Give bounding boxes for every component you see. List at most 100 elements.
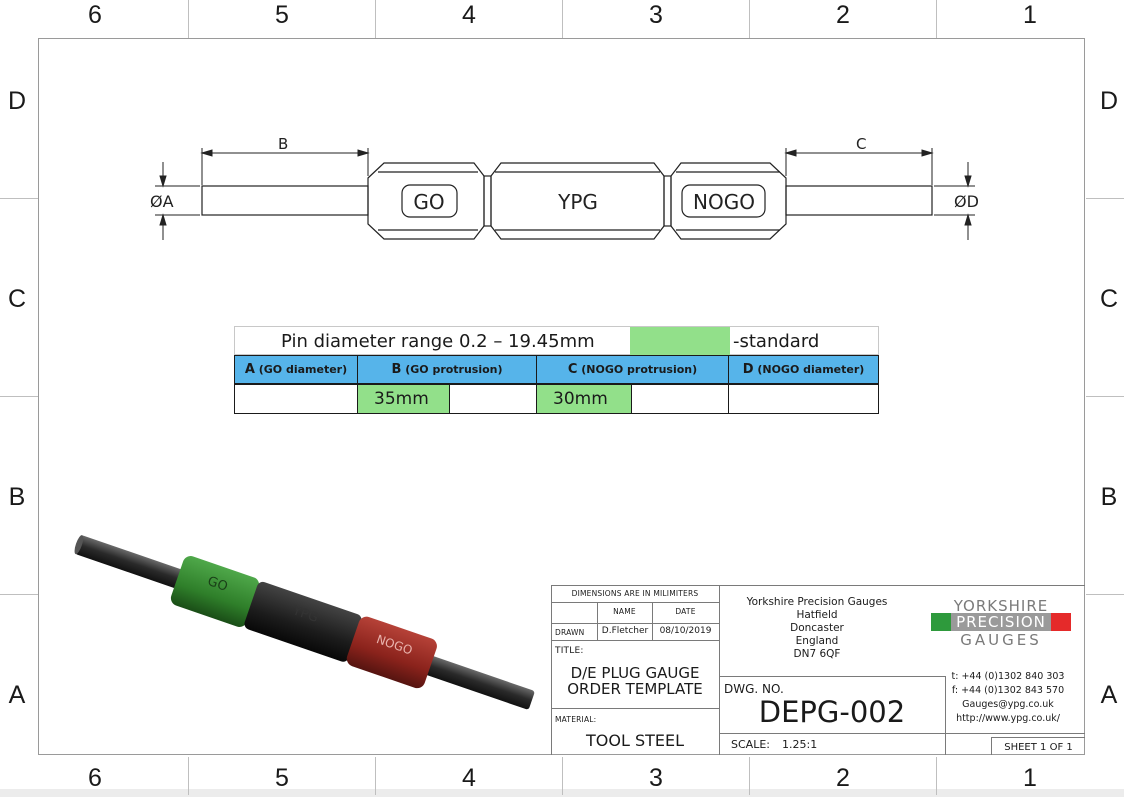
material-value: TOOL STEEL [585,731,685,750]
dim-c-label: C [856,135,866,153]
nogo-label: NOGO [693,190,755,214]
render-nogo-hex [346,616,437,689]
contact-phone: t: +44 (0)1302 840 303 [951,671,1065,682]
contact-fax: f: +44 (0)1302 843 570 [951,685,1065,696]
date-header: DATE [675,607,696,616]
zone-row-right-d: D [1099,87,1119,115]
spec-header-row: A (GO diameter) B (GO protrusion) C (NOG… [234,355,879,384]
zone-col-top-1: 1 [1023,1,1037,29]
contact-website[interactable]: http://www.ypg.co.uk/ [956,713,1060,724]
logo-line3: GAUGES [960,631,1042,649]
zone-row-right-a: A [1100,681,1118,709]
value-b-standard-cell[interactable]: 35mm [357,384,450,414]
drawing-title-line2: ORDER TEMPLATE [567,680,703,698]
zone-row-right-b: B [1100,483,1118,511]
go-label: GO [413,190,444,214]
zone-tick [562,757,563,795]
zone-row-left-d: D [7,87,27,115]
title-label: TITLE: [555,646,584,656]
logo-flag-green [931,613,951,631]
zone-tick [749,0,750,38]
nogo-label-box [681,184,766,218]
contact-email[interactable]: Gauges@ypg.co.uk [962,699,1054,710]
go-label-box [401,184,458,218]
gauge-render: GO YPG NOGO [74,535,535,710]
zone-tick [1086,396,1124,397]
zone-tick [749,757,750,795]
zone-tick [562,0,563,38]
zone-tick [375,0,376,38]
zone-col-bottom-4: 4 [462,764,476,792]
zone-tick [188,0,189,38]
drawn-date: 08/10/2019 [659,626,712,636]
company-city: Doncaster [790,622,844,634]
standard-legend-text: -standard [733,331,820,352]
zone-col-top-5: 5 [275,1,289,29]
zone-tick [0,396,38,397]
nogo-hex-outline [670,162,787,240]
zone-col-bottom-1: 1 [1023,764,1037,792]
header-d: D (NOGO diameter) [728,355,879,384]
value-c-custom-cell[interactable] [631,384,729,414]
render-go-hex [170,556,260,627]
ypg-logo: YORKSHIRE PRECISION GAUGES [931,597,1071,649]
zone-col-bottom-6: 6 [88,764,102,792]
dimensions-note: DIMENSIONS ARE IN MILIMITERS [571,589,699,598]
zone-row-left-c: C [7,285,27,313]
company-town: Hatfield [796,609,838,621]
zone-col-top-2: 2 [836,1,850,29]
zone-tick [0,198,38,199]
spec-range-row: Pin diameter range 0.2 – 19.45mm -standa… [234,326,879,355]
zone-col-bottom-5: 5 [275,764,289,792]
value-b-custom-cell[interactable] [449,384,537,414]
header-b: B (GO protrusion) [357,355,537,384]
logo-line2: PRECISION [956,613,1046,631]
render-go-label: GO [205,574,229,595]
zone-col-top-4: 4 [462,1,476,29]
logo-flag-red [1051,613,1071,631]
zone-col-bottom-2: 2 [836,764,850,792]
dwg-no-label: DWG. NO. [724,682,784,696]
scale-value: 1.25:1 [782,738,818,751]
company-contact: t: +44 (0)1302 840 303 f: +44 (0)1302 84… [931,670,1085,726]
zone-tick [936,757,937,795]
drawn-name: D.Fletcher [601,626,649,636]
zone-row-left-b: B [8,483,26,511]
company-name: Yorkshire Precision Gauges [746,596,888,608]
logo-flag-white [951,613,1051,631]
standard-color-swatch [630,327,730,355]
scale-label: SCALE: [731,738,770,751]
ypg-hex-outline [490,162,665,240]
zone-tick [1086,198,1124,199]
drawing-title: D/E PLUG GAUGE ORDER TEMPLATE [551,665,719,697]
zone-col-top-6: 6 [88,1,102,29]
zone-col-bottom-3: 3 [649,764,663,792]
zone-tick [0,594,38,595]
sheet-number: SHEET 1 OF 1 [1004,742,1073,753]
ypg-label: YPG [557,190,598,214]
go-pin-outline [201,185,369,216]
material-label: MATERIAL: [555,715,597,724]
render-nogo-pin [425,656,535,710]
title-block: DIMENSIONS ARE IN MILIMITERS NAME DATE D… [551,585,1085,755]
value-a-cell[interactable] [234,384,358,414]
header-c: C (NOGO protrusion) [536,355,729,384]
drawing-title-line1: D/E PLUG GAUGE [570,664,700,682]
logo-line1: YORKSHIRE [953,597,1049,615]
pin-range-text: Pin diameter range 0.2 – 19.45mm [281,331,595,352]
company-address: Yorkshire Precision Gauges Hatfield Donc… [719,596,915,661]
dwg-number: DEPG-002 [758,695,906,729]
zone-tick [936,0,937,38]
zone-tick [375,757,376,795]
value-d-cell[interactable] [728,384,879,414]
dim-d-label: ØD [954,192,979,211]
logo-flag-band: PRECISION [931,613,1071,631]
render-go-pin [75,535,185,589]
header-a: A (GO diameter) [234,355,358,384]
zone-col-top-3: 3 [649,1,663,29]
company-country: England [795,635,839,647]
gauge-line-drawing: B C ØA ØD GO YPG NOGO [150,135,979,240]
drawing-border [38,38,1085,755]
value-c-standard-cell[interactable]: 30mm [536,384,632,414]
dim-b-label: B [278,135,288,153]
